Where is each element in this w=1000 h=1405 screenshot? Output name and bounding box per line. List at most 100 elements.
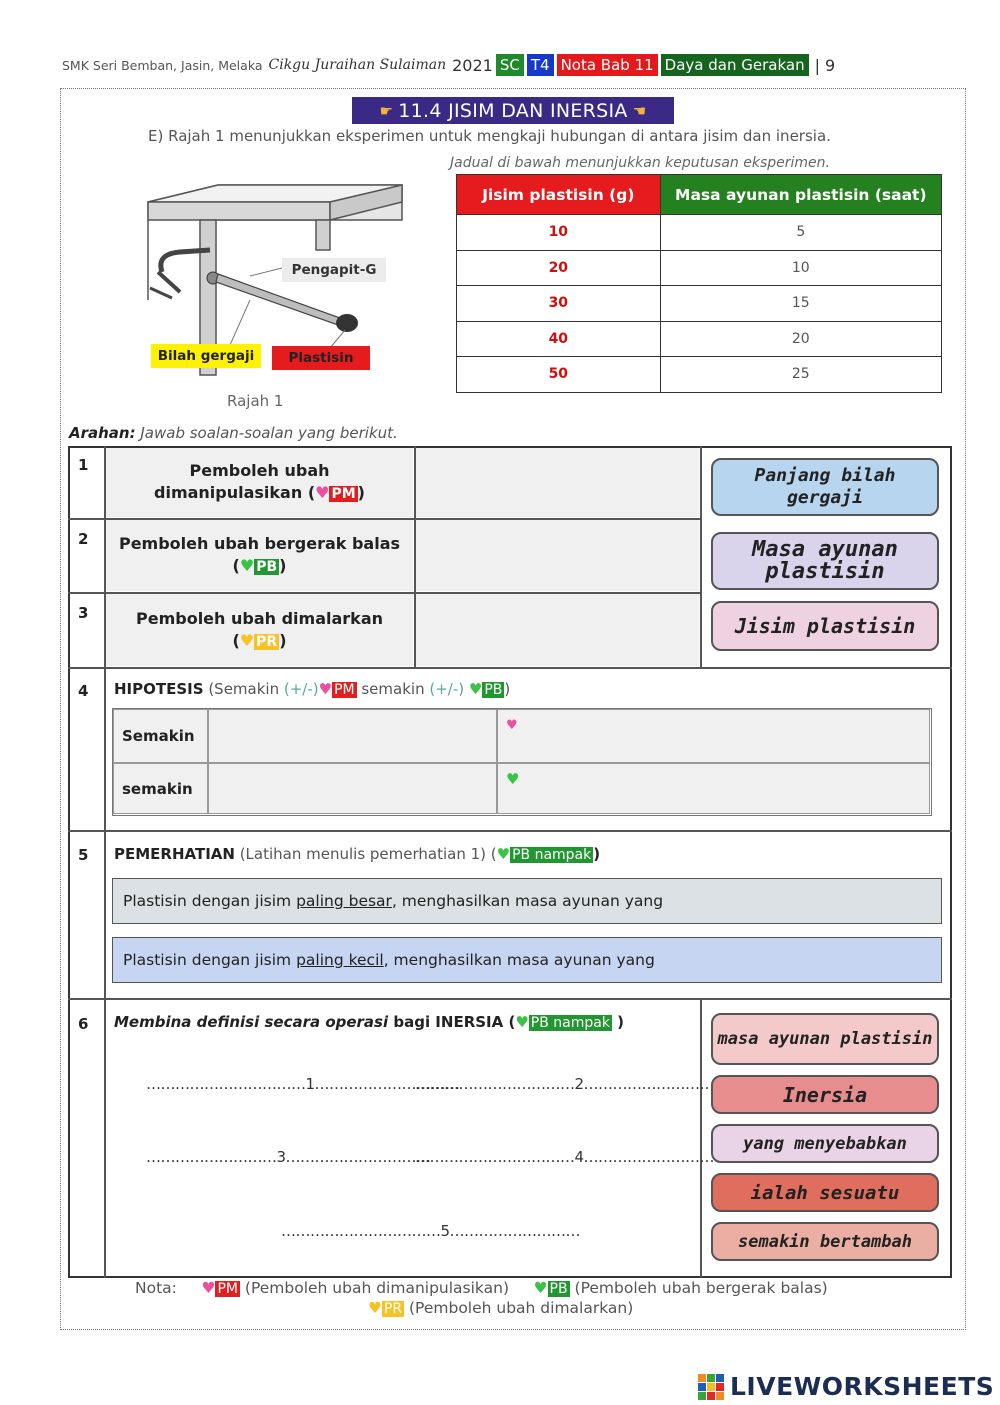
instruction: Arahan: Jawab soalan-soalan yang berikut… <box>69 424 398 442</box>
blank-5[interactable]: ……………………………5……………………… <box>281 1222 581 1240</box>
section-title-text: 11.4 JISIM DAN INERSIA <box>398 99 628 122</box>
q2-open: ( <box>232 556 240 575</box>
hyp-blank-pm-sign[interactable]: ♥ <box>497 709 930 763</box>
results-table: Jisim plastisin (g) Masa ayunan plastisi… <box>456 174 943 393</box>
pm-tag: PM <box>332 682 357 698</box>
chip-swing-time-plasticine[interactable]: masa ayunan plastisin <box>711 1013 939 1065</box>
q4-heading: HIPOTESIS (Semakin (+/-)♥PM semakin (+/-… <box>114 680 510 698</box>
teacher-name: Cikgu Juraihan Sulaiman <box>268 57 447 73</box>
tag-sc: SC <box>495 54 524 76</box>
chip-blade-length[interactable]: Panjang bilah gergaji <box>711 458 939 516</box>
blank-4[interactable]: ……………………………4………………………… <box>415 1148 729 1166</box>
chip-plasticine-mass[interactable]: Jisim plastisin <box>711 601 939 651</box>
pm-tag: PM <box>215 1281 240 1297</box>
time-cell: 20 <box>659 320 943 357</box>
time-cell: 5 <box>659 214 943 251</box>
q4-mid: semakin <box>356 680 430 698</box>
obs1-pre: Plastisin dengan jisim <box>123 892 292 910</box>
mass-cell: 40 <box>456 320 661 357</box>
hyp-blank-pm[interactable] <box>208 709 497 763</box>
q2-answer-box[interactable] <box>416 520 699 591</box>
divider <box>68 667 952 669</box>
q1-label: Pemboleh ubah dimanipulasikan (♥PM) <box>106 448 413 517</box>
q6-close: ) <box>611 1013 625 1031</box>
observation-1[interactable]: Plastisin dengan jisim paling besar, men… <box>112 878 942 924</box>
hyp-word-1: Semakin <box>113 709 208 763</box>
chip-increasing[interactable]: semakin bertambah <box>711 1222 939 1261</box>
pr-tag: PR <box>254 633 280 650</box>
instruction-text: Jawab soalan-soalan yang berikut. <box>135 424 398 442</box>
apparatus-diagram <box>147 184 403 376</box>
q5-close: ) <box>593 845 601 863</box>
chip-inertia[interactable]: Inersia <box>711 1075 939 1114</box>
q5-number: 5 <box>78 846 89 864</box>
chip-swing-time[interactable]: Masa ayunan plastisin <box>711 532 939 590</box>
q3-close: ) <box>279 630 287 650</box>
col-header-mass: Jisim plastisin (g) <box>456 174 661 215</box>
time-cell: 25 <box>659 356 943 393</box>
mass-cell: 20 <box>456 249 661 286</box>
pb-tag: PB <box>482 682 505 698</box>
pb-visible-tag: PB nampak <box>510 847 594 863</box>
time-cell: 10 <box>659 249 943 286</box>
q5-title: PEMERHATIAN <box>114 845 235 863</box>
divider <box>414 446 416 667</box>
hyp-blank-pb[interactable] <box>208 763 497 814</box>
q6-number: 6 <box>78 1015 89 1033</box>
blank-3[interactable]: ………………………3………………………… <box>146 1148 431 1166</box>
divider <box>700 998 702 1278</box>
worksheet-frame <box>60 88 966 1330</box>
year: 2021 <box>452 55 493 75</box>
section-title: ☛ 11.4 JISIM DAN INERSIA ☚ <box>352 97 674 124</box>
col-header-time: Masa ayunan plastisin (saat) <box>659 174 943 215</box>
q3-answer-box[interactable] <box>416 594 699 666</box>
blank-2[interactable]: ……………………………2………………………… <box>415 1075 729 1093</box>
page-number: | 9 <box>814 55 836 75</box>
divider <box>68 998 952 1000</box>
nota-pm-text: (Pemboleh ubah dimanipulasikan) <box>239 1279 509 1297</box>
intro-text: E) Rajah 1 menunjukkan eksperimen untuk … <box>148 127 831 145</box>
pink-heart-icon: ♥ <box>201 1279 216 1297</box>
pointing-hand-left-icon: ☛ <box>379 101 394 120</box>
q3-open: ( <box>232 630 240 650</box>
tag-nota: Nota Bab 11 <box>556 54 658 76</box>
q2-close: ) <box>279 556 287 575</box>
divider <box>104 446 106 1278</box>
divider <box>68 518 700 520</box>
question-grid <box>68 446 952 1278</box>
q3-number: 3 <box>78 604 89 622</box>
q4-open: (Semakin <box>203 680 284 698</box>
q1-number: 1 <box>78 456 89 474</box>
chip-which-causes[interactable]: yang menyebabkan <box>711 1124 939 1163</box>
logo-text: LIVEWORKSHEETS <box>730 1372 995 1401</box>
nota-label: Nota: <box>135 1279 177 1297</box>
liveworksheets-logo: LIVEWORKSHEETS <box>698 1372 994 1401</box>
green-heart-icon: ♥ <box>496 845 511 863</box>
yellow-heart-icon: ♥ <box>239 630 255 650</box>
yellow-heart-icon: ♥ <box>368 1299 382 1317</box>
q4-pb-sign: (+/-) <box>429 680 469 698</box>
school-name: SMK Seri Bemban, Jasin, Melaka <box>62 57 263 73</box>
page-header: SMK Seri Bemban, Jasin, Melaka Cikgu Jur… <box>62 52 942 78</box>
legend-note: Nota: ♥PM (Pemboleh ubah dimanipulasikan… <box>135 1279 828 1297</box>
q2-line1: Pemboleh ubah bergerak balas <box>118 534 401 553</box>
pink-heart-icon: ♥ <box>315 483 330 502</box>
observation-2[interactable]: Plastisin dengan jisim paling kecil, men… <box>112 937 942 983</box>
q3-line2: (♥PR) <box>232 630 287 653</box>
table-caption: Jadual di bawah menunjukkan keputusan ek… <box>450 155 830 171</box>
pm-tag: PM <box>329 486 358 502</box>
q1-answer-box[interactable] <box>416 448 699 517</box>
q5-heading: PEMERHATIAN (Latihan menulis pemerhatian… <box>114 845 600 863</box>
divider <box>700 446 702 667</box>
pink-heart-icon: ♥ <box>318 680 333 698</box>
q4-close: ) <box>504 680 511 698</box>
q1-line1: Pemboleh ubah <box>189 461 330 480</box>
hyp-blank-pb-sign[interactable]: ♥ <box>497 763 930 814</box>
blank-1[interactable]: ……………………………1………………………… <box>146 1075 460 1093</box>
green-heart-icon: ♥ <box>533 1279 548 1297</box>
chip-is-something[interactable]: ialah sesuatu <box>711 1173 939 1212</box>
